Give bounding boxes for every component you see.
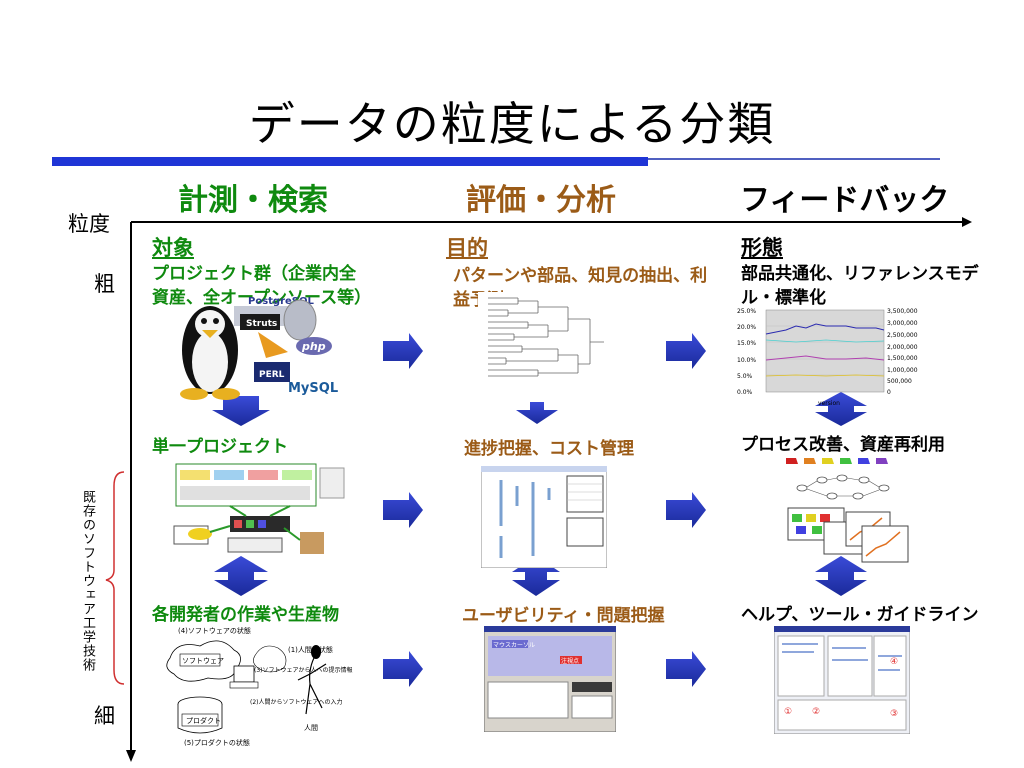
- sketch-state1-label: (1)人間の状態: [288, 645, 333, 654]
- postgres-logo: PostgreSQL: [248, 296, 315, 307]
- row3-purpose-text: ユーザビリティ・問題把握: [462, 606, 665, 626]
- column-heading-feedback: フィードバック: [740, 183, 950, 218]
- arrow-right-r2-b: [666, 492, 706, 528]
- sketch-info3-label: (3)ソフトウェアから人への提示情報: [254, 666, 353, 674]
- struts-logo: Struts: [246, 319, 277, 329]
- chart-right-tick: 500,000: [887, 378, 912, 385]
- bracket-label: 既存のソフトウェア工学技術: [80, 490, 95, 672]
- help-marker-2: ②: [812, 707, 820, 717]
- arrow-right-r1-b: [666, 333, 706, 369]
- arrow-down-c1: [212, 396, 270, 426]
- row3-target-text: 各開発者の作業や生産物: [152, 605, 339, 625]
- sketch-product-label: プロダクト: [186, 716, 221, 725]
- row2-purpose-text: 進捗把握、コスト管理: [464, 439, 634, 459]
- metrics-line-chart: 25.0% 20.0% 15.0% 10.0% 5.0% 0.0% 3,500,…: [737, 308, 918, 407]
- chart-left-tick: 15.0%: [737, 340, 756, 347]
- chart-left-tick: 20.0%: [737, 324, 756, 331]
- chart-right-tick: 0: [887, 389, 891, 396]
- arrow-right-r2-a: [383, 492, 423, 528]
- row2-target-text: 単一プロジェクト: [152, 437, 288, 457]
- axis-label-granularity: 粒度: [68, 212, 110, 236]
- chart-left-tick: 5.0%: [737, 373, 753, 380]
- help-tool-screenshot: ① ② ③ ④: [774, 626, 910, 734]
- arrow-right-r3-b: [666, 651, 706, 687]
- chart-right-tick: 3,500,000: [887, 308, 918, 315]
- project-structure-diagram: [173, 463, 345, 554]
- arrow-right-r3-a: [383, 651, 423, 687]
- chart-left-tick: 0.0%: [737, 389, 753, 396]
- mysql-logo: MySQL: [288, 381, 338, 396]
- axis-label-coarse: 粗: [94, 272, 115, 296]
- row3-form-text: ヘルプ、ツール・ガイドライン: [741, 605, 979, 625]
- axis-label-fine: 細: [94, 704, 115, 728]
- progress-management-tool: [481, 466, 607, 568]
- oss-logos-collage: PostgreSQL Struts php PERL MySQL: [180, 296, 338, 400]
- column-heading-measure: 計測・検索: [178, 183, 328, 218]
- help-marker-4: ④: [890, 657, 898, 667]
- title-underline: [52, 157, 648, 166]
- row2-form-text: プロセス改善、資産再利用: [741, 435, 945, 455]
- arrow-updown-c3: [815, 556, 867, 596]
- arrow-right-r1-a: [383, 333, 423, 369]
- arrow-updown-c1: [214, 556, 268, 596]
- sketch-human-label: 人間: [304, 724, 318, 732]
- dendrogram-thumbnail: [478, 292, 610, 384]
- chart-right-tick: 3,000,000: [887, 320, 918, 327]
- sketch-input2-label: (2)人間からソフトウェアへの入力: [250, 698, 343, 706]
- help-marker-3: ③: [890, 709, 898, 719]
- php-logo: php: [301, 340, 326, 353]
- chart-x-label: version: [818, 400, 840, 407]
- chart-right-tick: 2,500,000: [887, 332, 918, 339]
- help-marker-1: ①: [784, 707, 792, 717]
- chart-right-tick: 1,500,000: [887, 355, 918, 362]
- perl-logo: PERL: [259, 370, 285, 380]
- linux-penguin-icon: [180, 306, 240, 400]
- row1-target-text: プロジェクト群（企業内全資産、全オープンソース等）: [152, 264, 372, 308]
- title-underline-thin: [648, 158, 940, 160]
- chart-right-tick: 2,000,000: [887, 344, 918, 351]
- gaze-point-label: 注視点: [561, 657, 579, 665]
- subheading-target: 対象: [152, 236, 194, 260]
- arrow-updown-c3-top: [815, 392, 867, 426]
- row1-form-text: 部品共通化、リファレンスモデル・標準化: [741, 264, 979, 308]
- column-heading-evaluate: 評価・分析: [466, 183, 616, 218]
- sketch-state4-label: (4)ソフトウェアの状態: [178, 626, 251, 635]
- usability-screenshot: マウスカーソル 注視点: [484, 626, 616, 732]
- chart-left-tick: 10.0%: [737, 357, 756, 364]
- sketch-software-label: ソフトウェア: [182, 657, 224, 665]
- mouse-cursor-label: マウスカーソル: [493, 641, 535, 649]
- arrow-down-c2: [516, 402, 558, 424]
- sketch-state5-label: (5)プロダクトの状態: [184, 738, 250, 747]
- chart-right-tick: 1,000,000: [887, 367, 918, 374]
- human-software-sketch: (4)ソフトウェアの状態 ソフトウェア (1)人間の状態 (3)ソフトウェアから…: [166, 626, 353, 747]
- subheading-form: 形態: [741, 236, 783, 260]
- subheading-purpose: 目的: [446, 236, 488, 260]
- page-title: データの粒度による分類: [248, 97, 776, 151]
- chart-left-tick: 25.0%: [737, 308, 756, 315]
- process-improvement-diagram: [786, 458, 909, 563]
